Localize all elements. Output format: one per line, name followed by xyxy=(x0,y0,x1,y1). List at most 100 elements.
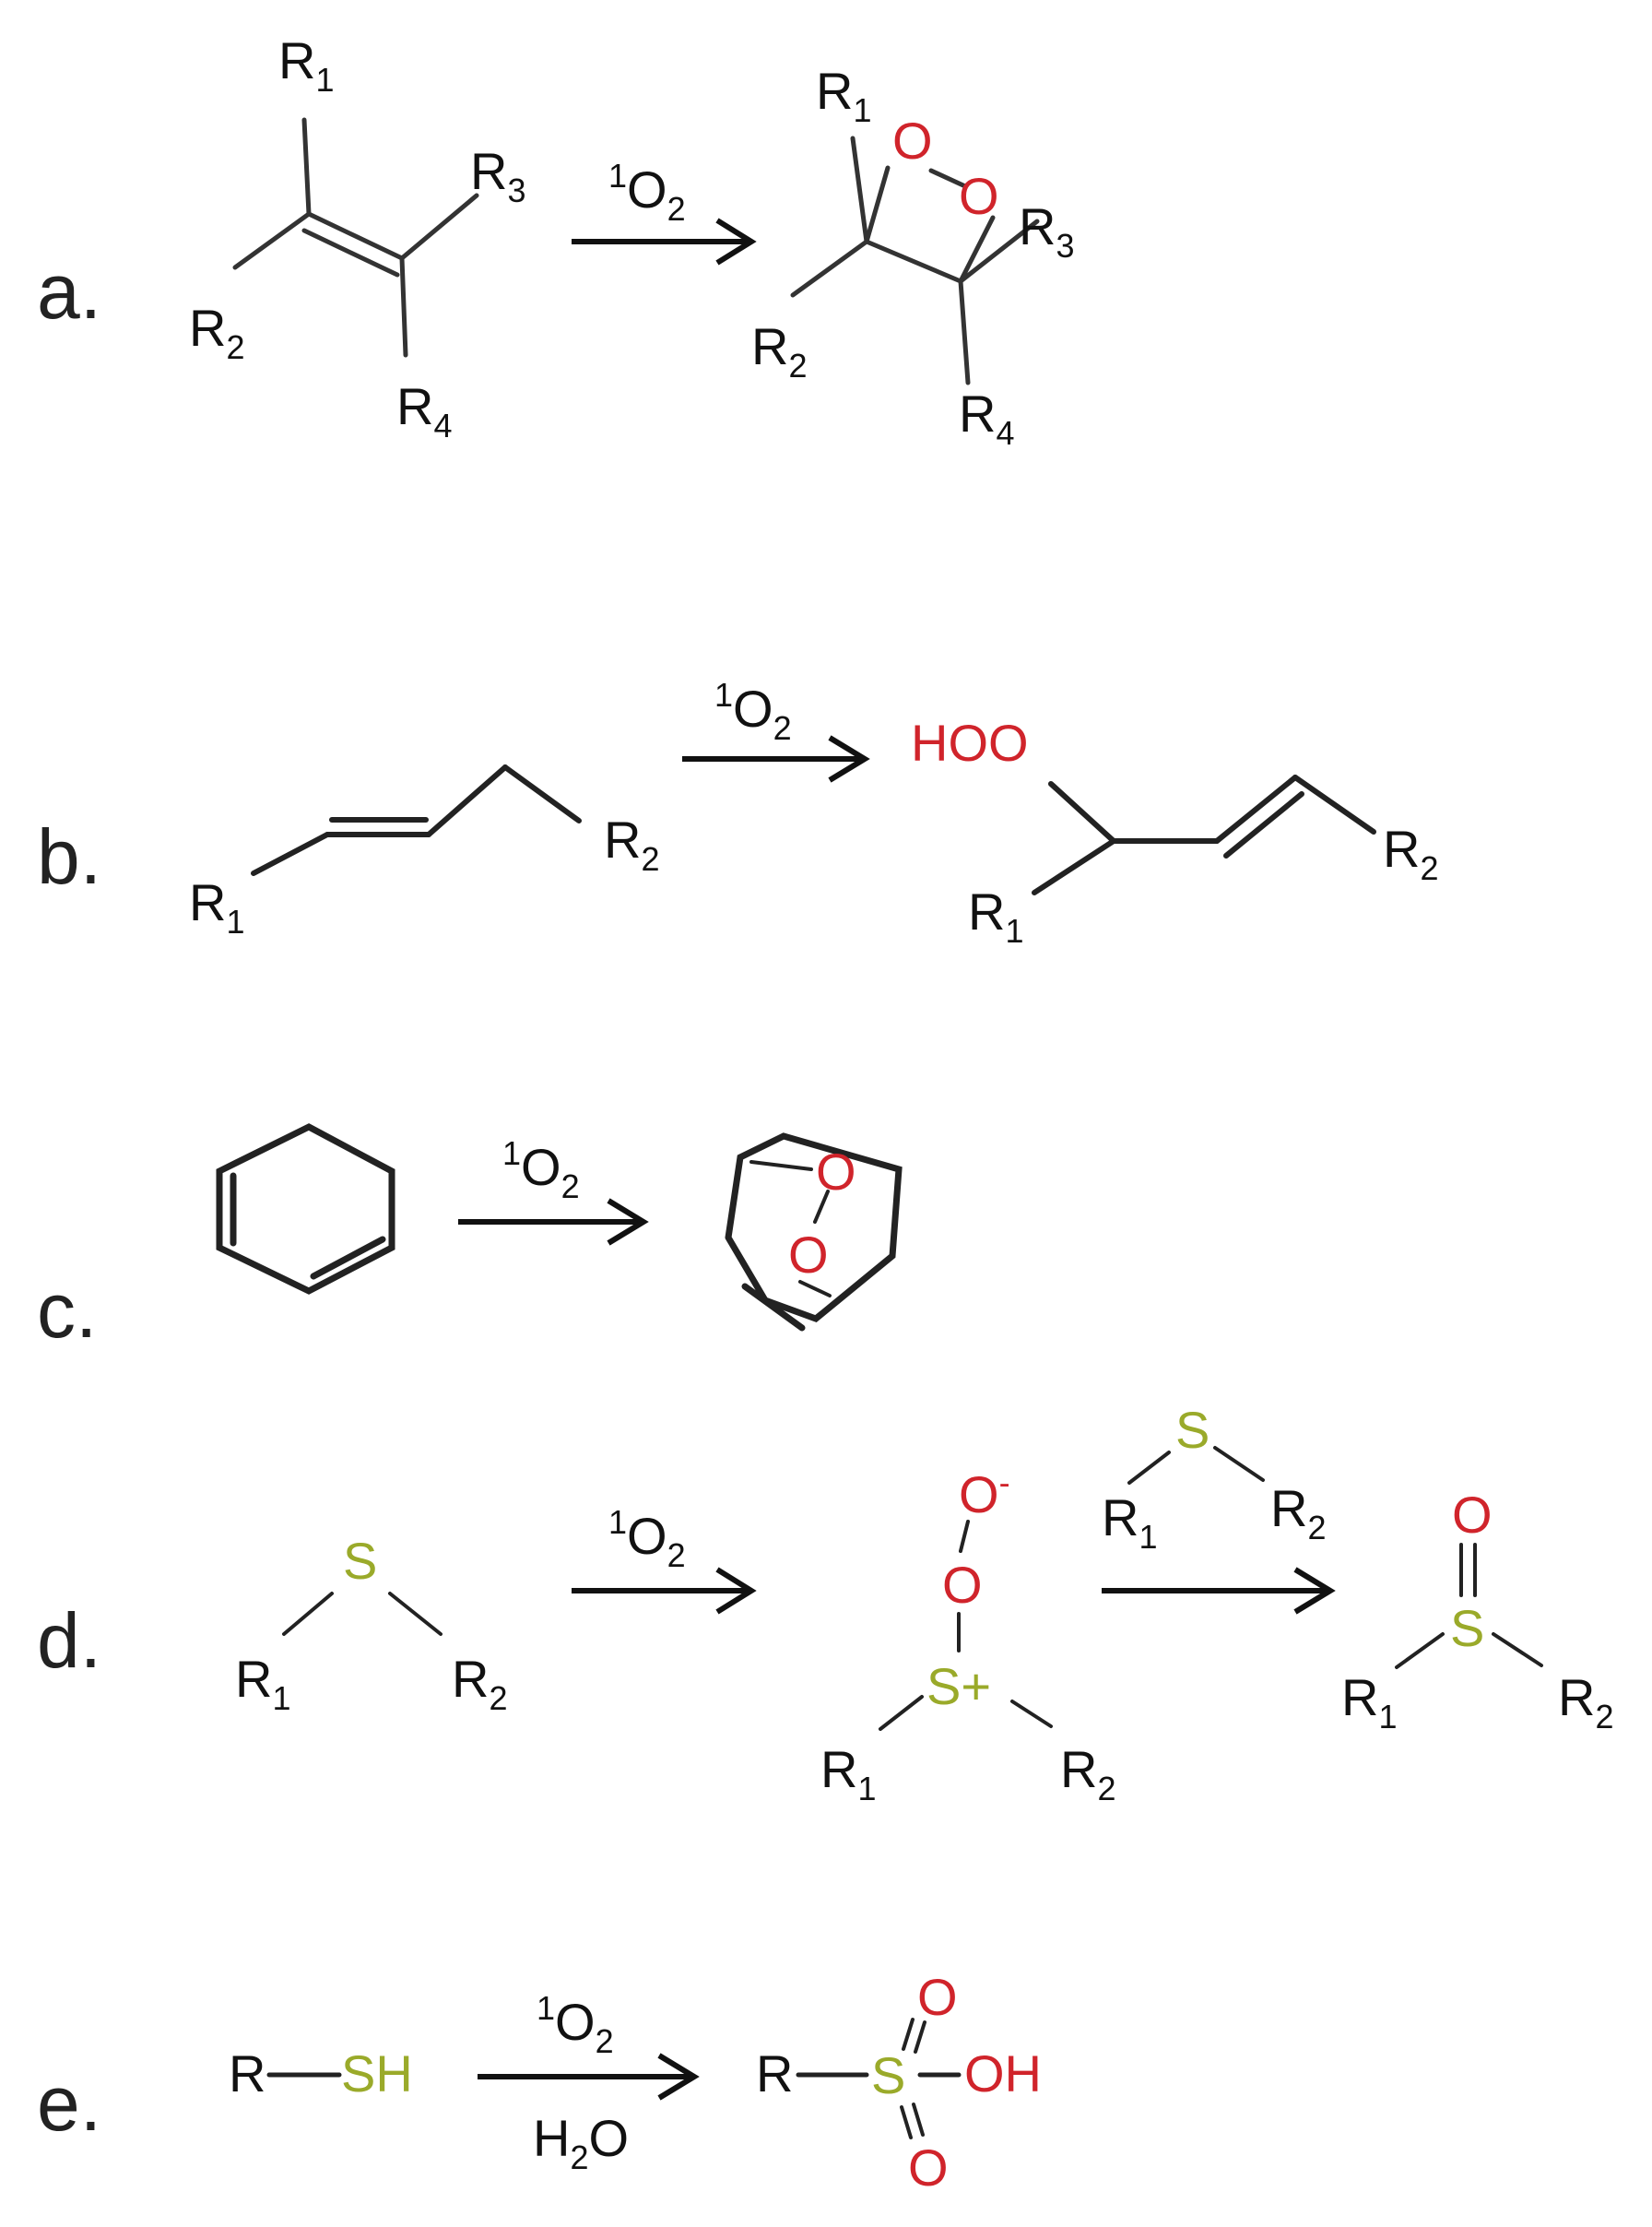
bond xyxy=(790,239,869,298)
bond xyxy=(1010,1700,1053,1728)
substituent-r3: R3 xyxy=(470,142,525,209)
double-bond-line xyxy=(900,2105,913,2139)
substituent-r2: R2 xyxy=(452,1650,507,1717)
double-bond-line xyxy=(912,2103,925,2137)
panel-e: e. R SH 1O2 H2O R S O OH O xyxy=(37,1968,1042,2197)
diene-ring xyxy=(216,1123,395,1295)
reagent-singlet-oxygen: 1O2 xyxy=(502,1134,580,1205)
panel-e-reactant: R SH xyxy=(229,2044,413,2103)
bond xyxy=(502,764,582,823)
bond xyxy=(301,117,312,217)
arrowhead xyxy=(715,218,757,266)
substituent-r3: R3 xyxy=(1019,197,1074,265)
oxygen-atom: O xyxy=(1452,1486,1493,1544)
oxygen-atom: O xyxy=(959,167,999,225)
substituent-r1: R1 xyxy=(816,62,871,129)
substituent-r2: R2 xyxy=(1383,820,1438,887)
substituent-r2: R2 xyxy=(604,811,659,878)
bond xyxy=(1492,1632,1543,1667)
sulfonium-atom: S+ xyxy=(926,1657,991,1715)
sulfur-atom: S xyxy=(1450,1599,1484,1657)
bond xyxy=(749,1160,813,1171)
double-bond-line xyxy=(301,228,400,278)
r-group: R xyxy=(229,2044,266,2103)
panel-d-intermediate: O- O S+ R1 R2 xyxy=(820,1463,1115,1807)
substituent-r2: R2 xyxy=(1060,1740,1115,1807)
reagent-singlet-oxygen: 1O2 xyxy=(537,1989,614,2060)
panel-b-reactant: R1 R2 xyxy=(189,764,659,941)
sulfur-atom: S xyxy=(343,1532,377,1590)
substituent-r2: R2 xyxy=(751,317,807,385)
bond xyxy=(864,239,963,284)
bond xyxy=(399,255,408,358)
panel-a: a. R1 R3 R2 R4 1O2 xyxy=(37,31,1074,452)
bond xyxy=(864,165,891,244)
reagent-singlet-oxygen: 1O2 xyxy=(608,157,686,228)
oxygen-atom-anion: O- xyxy=(959,1463,1010,1523)
bond xyxy=(426,764,508,837)
double-bond-line xyxy=(1223,791,1304,859)
double-bond-line xyxy=(741,1283,806,1332)
bond xyxy=(1292,775,1376,835)
sulfur-atom: S xyxy=(1175,1401,1210,1459)
panel-d: d. S R1 R2 1O2 O- O S+ R1 R2 xyxy=(37,1401,1613,1807)
bond xyxy=(1048,781,1116,844)
oxygen-atom: O xyxy=(892,112,933,170)
sulfur-atom: S xyxy=(871,2046,905,2104)
bond xyxy=(399,193,479,261)
panel-e-product: R S O OH O xyxy=(756,1968,1042,2197)
bond xyxy=(1213,1446,1265,1482)
bond xyxy=(798,1280,832,1297)
bond xyxy=(388,1592,442,1636)
substituent-r1: R1 xyxy=(968,883,1023,950)
substituent-r1: R1 xyxy=(235,1650,290,1717)
hydroxyl-group: OH xyxy=(964,2044,1042,2103)
reagent-water: H2O xyxy=(533,2109,629,2176)
bond xyxy=(1127,1451,1171,1485)
bond xyxy=(282,1592,334,1636)
arrowhead xyxy=(657,2053,700,2101)
substituent-r4: R4 xyxy=(396,377,452,444)
bond xyxy=(232,211,312,270)
panel-d-product: O S R1 R2 xyxy=(1341,1486,1613,1735)
panel-a-reactant: R1 R3 R2 R4 xyxy=(189,31,525,444)
panel-b: b. R1 R2 1O2 HOO R1 R2 xyxy=(37,676,1438,950)
panel-c-arrow: 1O2 xyxy=(458,1134,649,1246)
bond xyxy=(958,215,996,284)
double-bond-line xyxy=(306,211,405,261)
bond xyxy=(1032,838,1116,895)
substituent-r2: R2 xyxy=(189,299,244,366)
panel-d-arrow-2: S R1 R2 xyxy=(1102,1401,1336,1615)
panel-b-label: b. xyxy=(37,813,101,900)
panel-e-arrow: 1O2 H2O xyxy=(478,1989,700,2176)
substituent-r1: R1 xyxy=(1341,1668,1397,1735)
double-bond-line xyxy=(902,2018,914,2051)
r-group: R xyxy=(756,2044,793,2103)
panel-a-label: a. xyxy=(37,248,101,335)
substituent-r2: R2 xyxy=(1270,1479,1326,1546)
panel-b-product: HOO R1 R2 xyxy=(911,714,1438,950)
panel-d-arrow-1: 1O2 xyxy=(572,1503,757,1615)
panel-b-arrow: 1O2 xyxy=(682,676,870,783)
reagent-singlet-oxygen: 1O2 xyxy=(608,1503,686,1574)
substituent-r1: R1 xyxy=(1102,1488,1157,1556)
bond xyxy=(958,219,1040,284)
panel-a-product: R1 O O R3 R2 R4 xyxy=(751,62,1074,452)
oxygen-atom: O xyxy=(816,1143,856,1201)
panel-c: c. 1O2 O O xyxy=(37,1123,903,1354)
panel-c-reactant xyxy=(216,1123,395,1295)
bond xyxy=(251,832,330,876)
bond xyxy=(959,1520,970,1553)
double-bond-line xyxy=(914,2020,926,2054)
hydroperoxy-group: HOO xyxy=(911,714,1029,772)
panel-a-arrow: 1O2 xyxy=(572,157,757,266)
bond xyxy=(958,278,971,385)
substituent-r2: R2 xyxy=(1558,1668,1613,1735)
oxygen-atom: O xyxy=(942,1556,983,1614)
bond xyxy=(928,168,968,189)
panel-e-label: e. xyxy=(37,2060,101,2147)
arrowhead xyxy=(828,735,870,783)
substituent-r1: R1 xyxy=(189,873,244,941)
arrowhead xyxy=(607,1198,649,1246)
